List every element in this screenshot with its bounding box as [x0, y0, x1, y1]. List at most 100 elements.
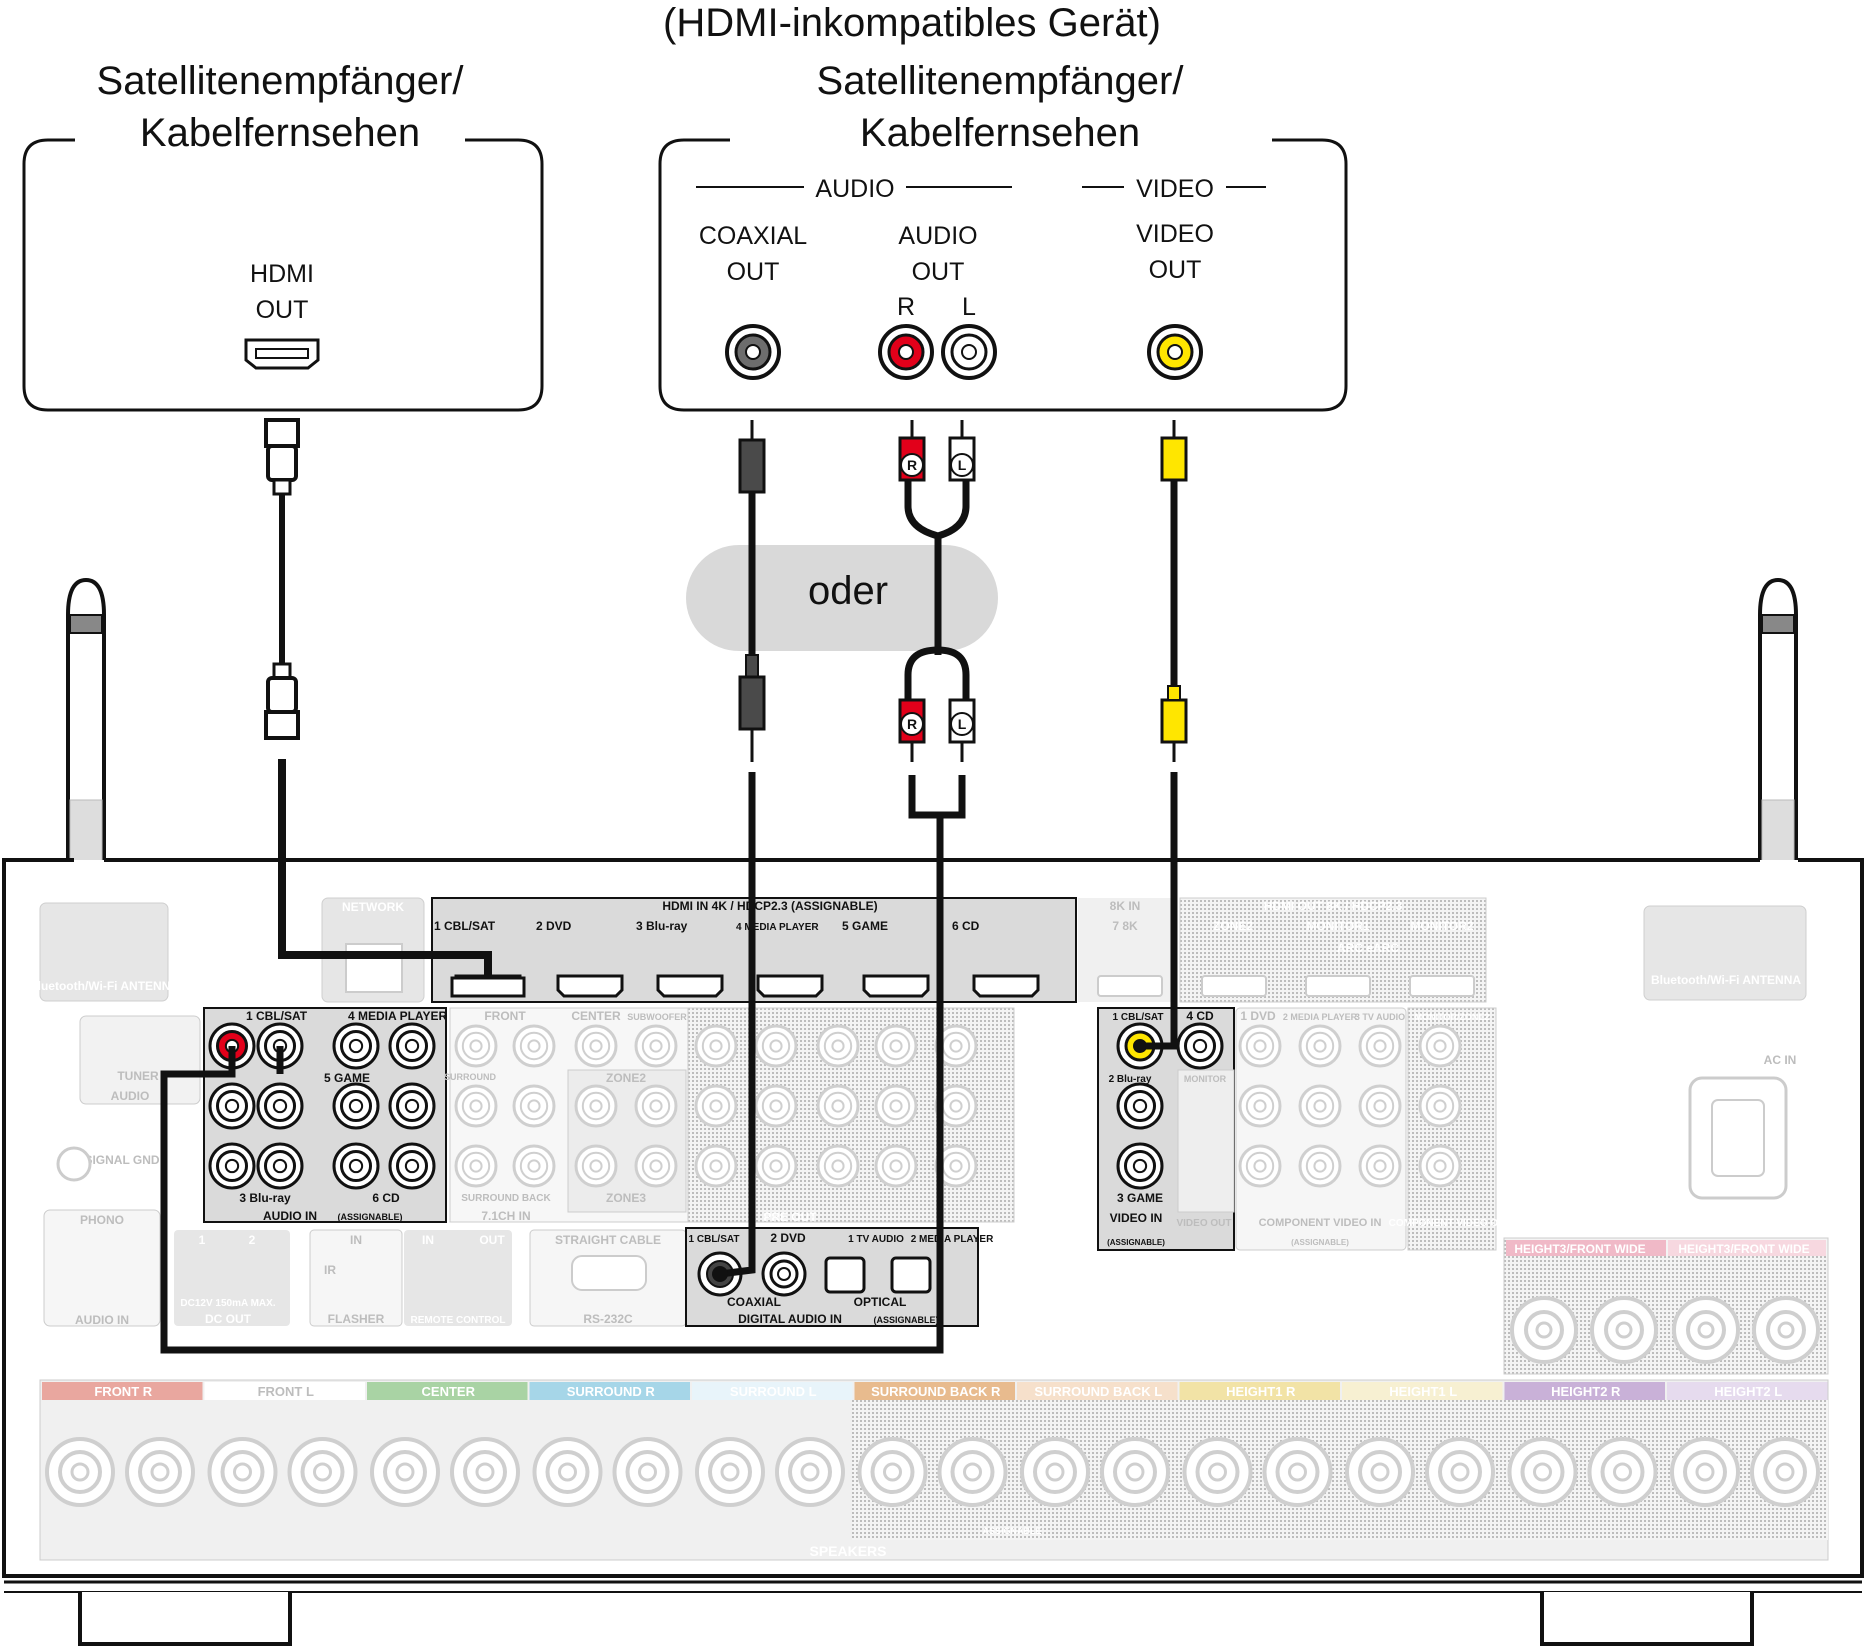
pre-out-jack [934, 1144, 978, 1188]
foot-right [1540, 1592, 1754, 1646]
dc-out-port-2: 2 [249, 1233, 256, 1247]
pre-out-label: PRE OUT [763, 1210, 817, 1224]
component-jack [1418, 1024, 1462, 1068]
component-jack [1418, 1084, 1462, 1128]
hdmi-8k-port-label: 7 8K [1112, 919, 1138, 933]
component-in-title: COMPONENT VIDEO IN [1259, 1217, 1382, 1229]
component-jack [1298, 1084, 1342, 1128]
component-in-assignable: (ASSIGNABLE) [1291, 1238, 1349, 1247]
flasher-ir: IR [324, 1263, 336, 1277]
video-in-label-bluray: 2 Blu-ray [1109, 1074, 1152, 1085]
speaker-post [1672, 1296, 1740, 1364]
pre-out-surround-back: SURROUND BACK [461, 1193, 551, 1204]
audio-out-line2: OUT [912, 258, 965, 286]
hdmi-in-label-4: 4 MEDIA PLAYER [736, 922, 819, 933]
component-jack [1298, 1144, 1342, 1188]
right-device-title-line1: Satellitenempfänger/ [817, 59, 1185, 103]
speaker-post [1752, 1296, 1820, 1364]
component-jack [1358, 1084, 1402, 1128]
speaker-post [1750, 1437, 1820, 1507]
speaker-post [125, 1437, 195, 1507]
component-out-title: COMPONENT VIDEO OUT [1389, 1218, 1512, 1229]
remote-in: IN [422, 1233, 434, 1247]
pre-out-jack [454, 1144, 498, 1188]
speaker-post [207, 1437, 278, 1507]
hdmi-8k-in-label: 8K IN [1110, 899, 1141, 913]
hdmi-in-port-4 [756, 974, 824, 998]
pre-out-jack [816, 1144, 860, 1188]
hdmi-in-cblsat-plug [450, 976, 526, 998]
dc-out-spec: DC12V 150mA MAX. [180, 1298, 275, 1309]
component-in-label-2: 2 MEDIA PLAYER [1283, 1012, 1358, 1022]
left-device-title-line2: Kabelfernsehen [140, 111, 420, 155]
pre-out-surround: SURROUND [444, 1072, 497, 1082]
hdmi-port-icon [244, 338, 320, 370]
video-in-jack-cd [1176, 1022, 1224, 1070]
speaker-post [1182, 1437, 1253, 1507]
audio-out-line1: AUDIO [898, 222, 977, 250]
speaker-post [1587, 1437, 1658, 1507]
zone3-label: ZONE3 [606, 1191, 646, 1205]
video-cable [1134, 420, 1188, 1052]
remote-out: OUT [479, 1233, 505, 1247]
network-label: NETWORK [342, 900, 404, 914]
pre-out-jack [874, 1084, 918, 1128]
pre-out-jack [512, 1024, 556, 1068]
ch71-in-label: 7.1CH IN [481, 1209, 530, 1223]
audio-in-label-cblsat: 1 CBL/SAT [246, 1009, 308, 1023]
speaker-band-10: HEIGHT2 L [1714, 1384, 1782, 1399]
audio-header: AUDIO [815, 175, 894, 203]
speaker-band-8: HEIGHT1 L [1389, 1384, 1457, 1399]
video-out-line1: VIDEO [1136, 220, 1214, 248]
monitor-label: MONITOR [1184, 1074, 1227, 1084]
pre-out-jack [754, 1024, 798, 1068]
dc-out-port-1: 1 [199, 1233, 206, 1247]
video-in-jack-bluray [1116, 1082, 1164, 1130]
pre-out-jack [574, 1024, 618, 1068]
speaker-post [612, 1437, 683, 1507]
hdmi-out-label-line2: OUT [256, 296, 309, 324]
pre-out-jack [934, 1084, 978, 1128]
coaxial-out-line2: OUT [727, 258, 780, 286]
pre-out-jack [694, 1024, 738, 1068]
component-jack [1298, 1024, 1342, 1068]
pre-out-front: FRONT [484, 1009, 526, 1023]
analog-audio-cable: R L R L [160, 420, 976, 1354]
speaker-band-2: CENTER [422, 1384, 476, 1399]
audio-in-jack [388, 1022, 436, 1070]
speaker-post [1670, 1437, 1740, 1507]
video-out-label: VIDEO OUT [1176, 1218, 1231, 1229]
coaxial-out-line1: COAXIAL [699, 222, 807, 250]
speaker-band-6: SURROUND BACK L [1034, 1384, 1162, 1399]
hdmi-out-header: HDMI OUT 8K / HDCP2.3 [1264, 899, 1403, 913]
pre-out-subwoofer: SUBWOOFER [627, 1012, 687, 1022]
speakers-title: SPEAKERS [809, 1543, 886, 1559]
speaker-band-7: HEIGHT1 R [1226, 1384, 1296, 1399]
component-jack [1418, 1144, 1462, 1188]
speaker-band-5: SURROUND BACK R [871, 1384, 1001, 1399]
component-monitor-zone: MONITOR/ZONE2 [1415, 1012, 1490, 1022]
zone2-label: ZONE2 [606, 1071, 646, 1085]
hdmi-in-port-3 [656, 974, 724, 998]
plug-r-label-bottom: R [907, 716, 917, 732]
plug-l-label-bottom: L [958, 716, 967, 732]
video-in-label-cblsat: 1 CBL/SAT [1113, 1012, 1164, 1023]
foot-left [78, 1592, 292, 1646]
video-in-title: VIDEO IN [1110, 1211, 1163, 1225]
speaker-post [450, 1437, 520, 1507]
audio-in-label-cd: 6 CD [372, 1191, 400, 1205]
hdmi-in-label-2: 2 DVD [536, 919, 572, 933]
component-in-label-1: 1 DVD [1240, 1009, 1276, 1023]
video-in-assignable: (ASSIGNABLE) [1107, 1238, 1165, 1247]
audio-in-jack [256, 1082, 304, 1130]
antenna-left-label: Bluetooth/Wi-Fi ANTENNA [29, 979, 179, 993]
arc-label: ARC eARC [1337, 941, 1399, 955]
audio-in-jack [332, 1142, 380, 1190]
speaker-post [937, 1437, 1008, 1507]
pre-out-center: CENTER [571, 1009, 621, 1023]
audio-l-label: L [962, 293, 976, 321]
digital-audio-in-assignable: (ASSIGNABLE) [874, 1315, 939, 1325]
audio-in-jack [332, 1082, 380, 1130]
flasher-title: FLASHER [328, 1312, 385, 1326]
